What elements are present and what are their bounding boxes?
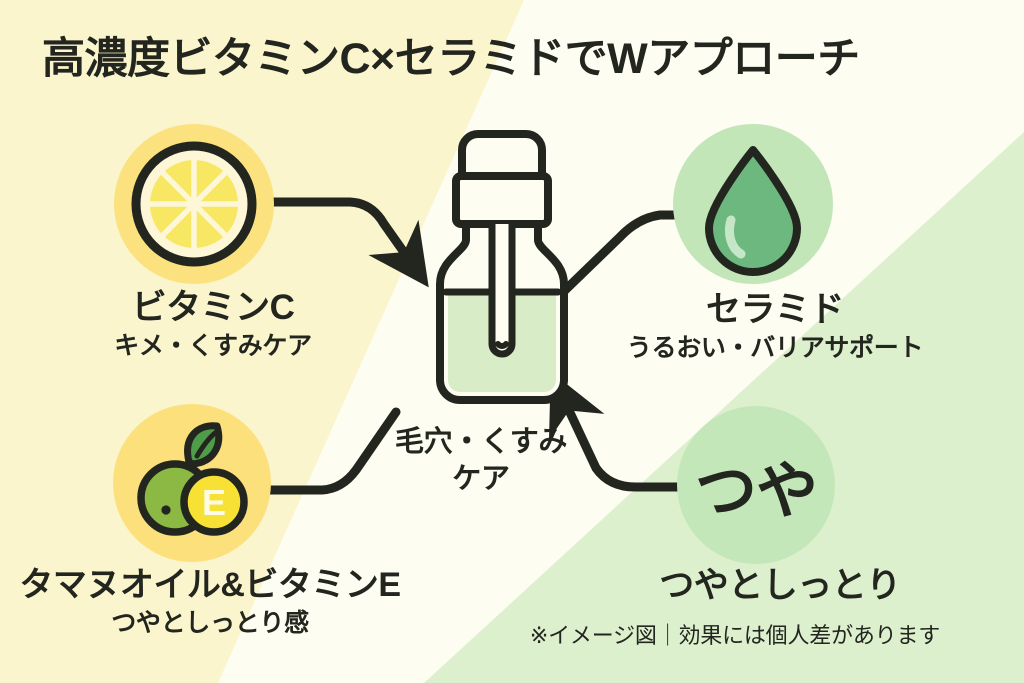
- dropper-bottle-icon: [436, 130, 568, 404]
- tamanu-fruit-vitamin-e-icon: E: [137, 422, 248, 536]
- node-ceramide: セラミド うるおい・バリアサポート: [560, 290, 990, 363]
- badge-ceramide[interactable]: [673, 124, 833, 284]
- badge-tamanu-oil[interactable]: E: [113, 404, 271, 562]
- badge-vitamin-c[interactable]: [114, 124, 274, 284]
- water-drop-icon: [705, 146, 801, 276]
- disclaimer-footnote: ※イメージ図｜効果には個人差があります: [529, 623, 941, 648]
- background-green-band: [424, 132, 1024, 683]
- page-title: 高濃度ビタミンC×セラミドでWアプローチ: [42, 35, 860, 83]
- node-tamanu-oil-subtitle: つやとしっとり感: [111, 609, 309, 638]
- node-vitamin-c-subtitle: キメ・くすみケア: [114, 332, 312, 361]
- center-benefit-line2: ケア: [452, 463, 510, 496]
- badge-tsuya-label: つや: [694, 457, 818, 526]
- capsule-letter: E: [202, 482, 226, 523]
- node-tamanu-oil-title: タマヌオイル&ビタミンE: [19, 566, 401, 604]
- center-benefit-label: 毛穴・くすみ ケア: [366, 424, 596, 498]
- node-ceramide-title: セラミド: [705, 290, 845, 329]
- node-tsuya-title: つやとしっとり: [659, 566, 901, 605]
- center-benefit-line1: 毛穴・くすみ: [394, 426, 568, 458]
- badge-tsuya[interactable]: [677, 406, 835, 564]
- node-vitamin-c-title: ビタミンC: [131, 288, 295, 327]
- node-tsuya-text: つやとしっとり: [560, 566, 1000, 605]
- node-tamanu-oil: タマヌオイル&ビタミンE つやとしっとり感: [0, 566, 420, 638]
- lemon-slice-icon: [131, 141, 257, 267]
- node-vitamin-c: ビタミンC キメ・くすみケア: [48, 288, 378, 361]
- node-ceramide-subtitle: うるおい・バリアサポート: [626, 334, 924, 363]
